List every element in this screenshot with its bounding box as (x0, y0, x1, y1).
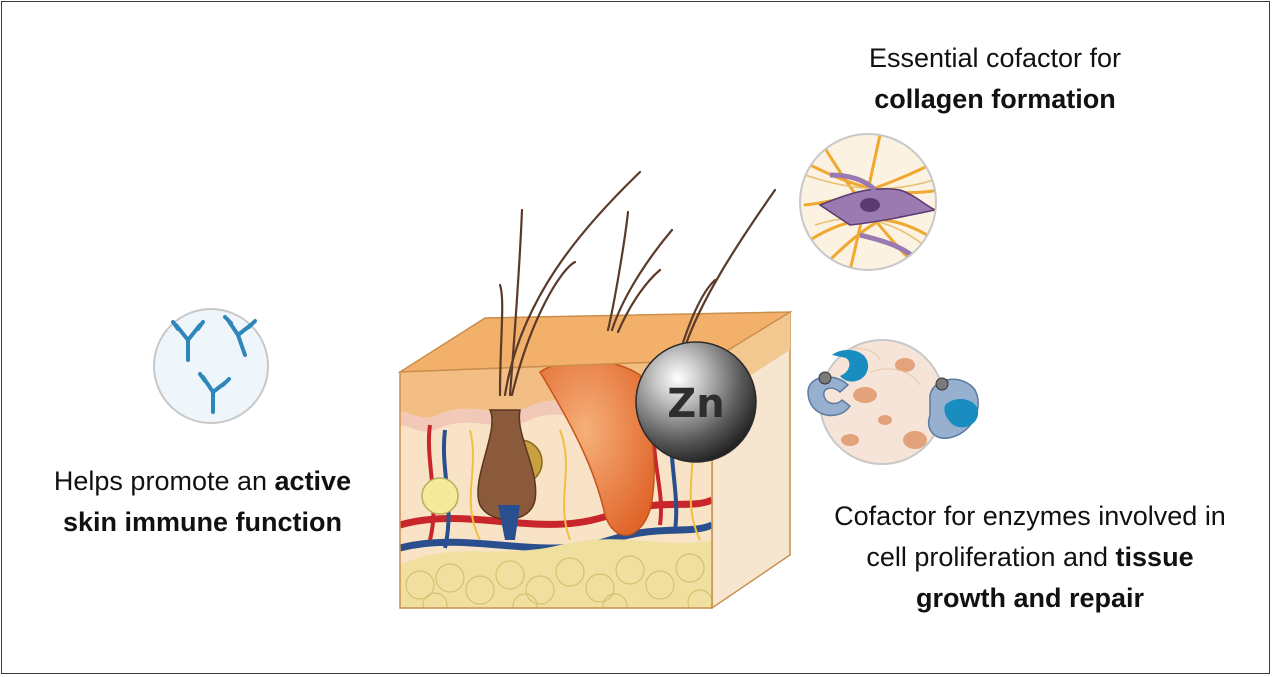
immune-caption-bold-1: active (274, 466, 352, 496)
collagen-inset (799, 133, 937, 271)
enzymes-caption-line-3-bold: growth and repair (915, 583, 1145, 613)
collagen-caption-line-1: Essential cofactor for (868, 43, 1122, 73)
zinc-sphere: Zn (635, 341, 757, 463)
immune-caption: Helps promote an active skin immune func… (20, 461, 385, 543)
collagen-caption-bold: collagen formation (874, 84, 1116, 114)
collagen-caption: Essential cofactor for collagen formatio… (800, 38, 1190, 120)
enzymes-caption-line-1: Cofactor for enzymes involved in (834, 501, 1226, 531)
zinc-label: Zn (667, 381, 724, 427)
enzymes-caption-line-2-bold: tissue (1115, 542, 1194, 572)
hairs (498, 170, 777, 397)
enzyme-inset (807, 339, 979, 465)
immune-caption-plain: Helps promote an (53, 466, 275, 496)
enzymes-caption-line-2-plain: cell proliferation and (866, 542, 1116, 572)
enzymes-caption: Cofactor for enzymes involved in cell pr… (805, 496, 1255, 619)
immune-caption-bold-2: skin immune function (62, 507, 343, 537)
antibody-inset (153, 308, 269, 424)
